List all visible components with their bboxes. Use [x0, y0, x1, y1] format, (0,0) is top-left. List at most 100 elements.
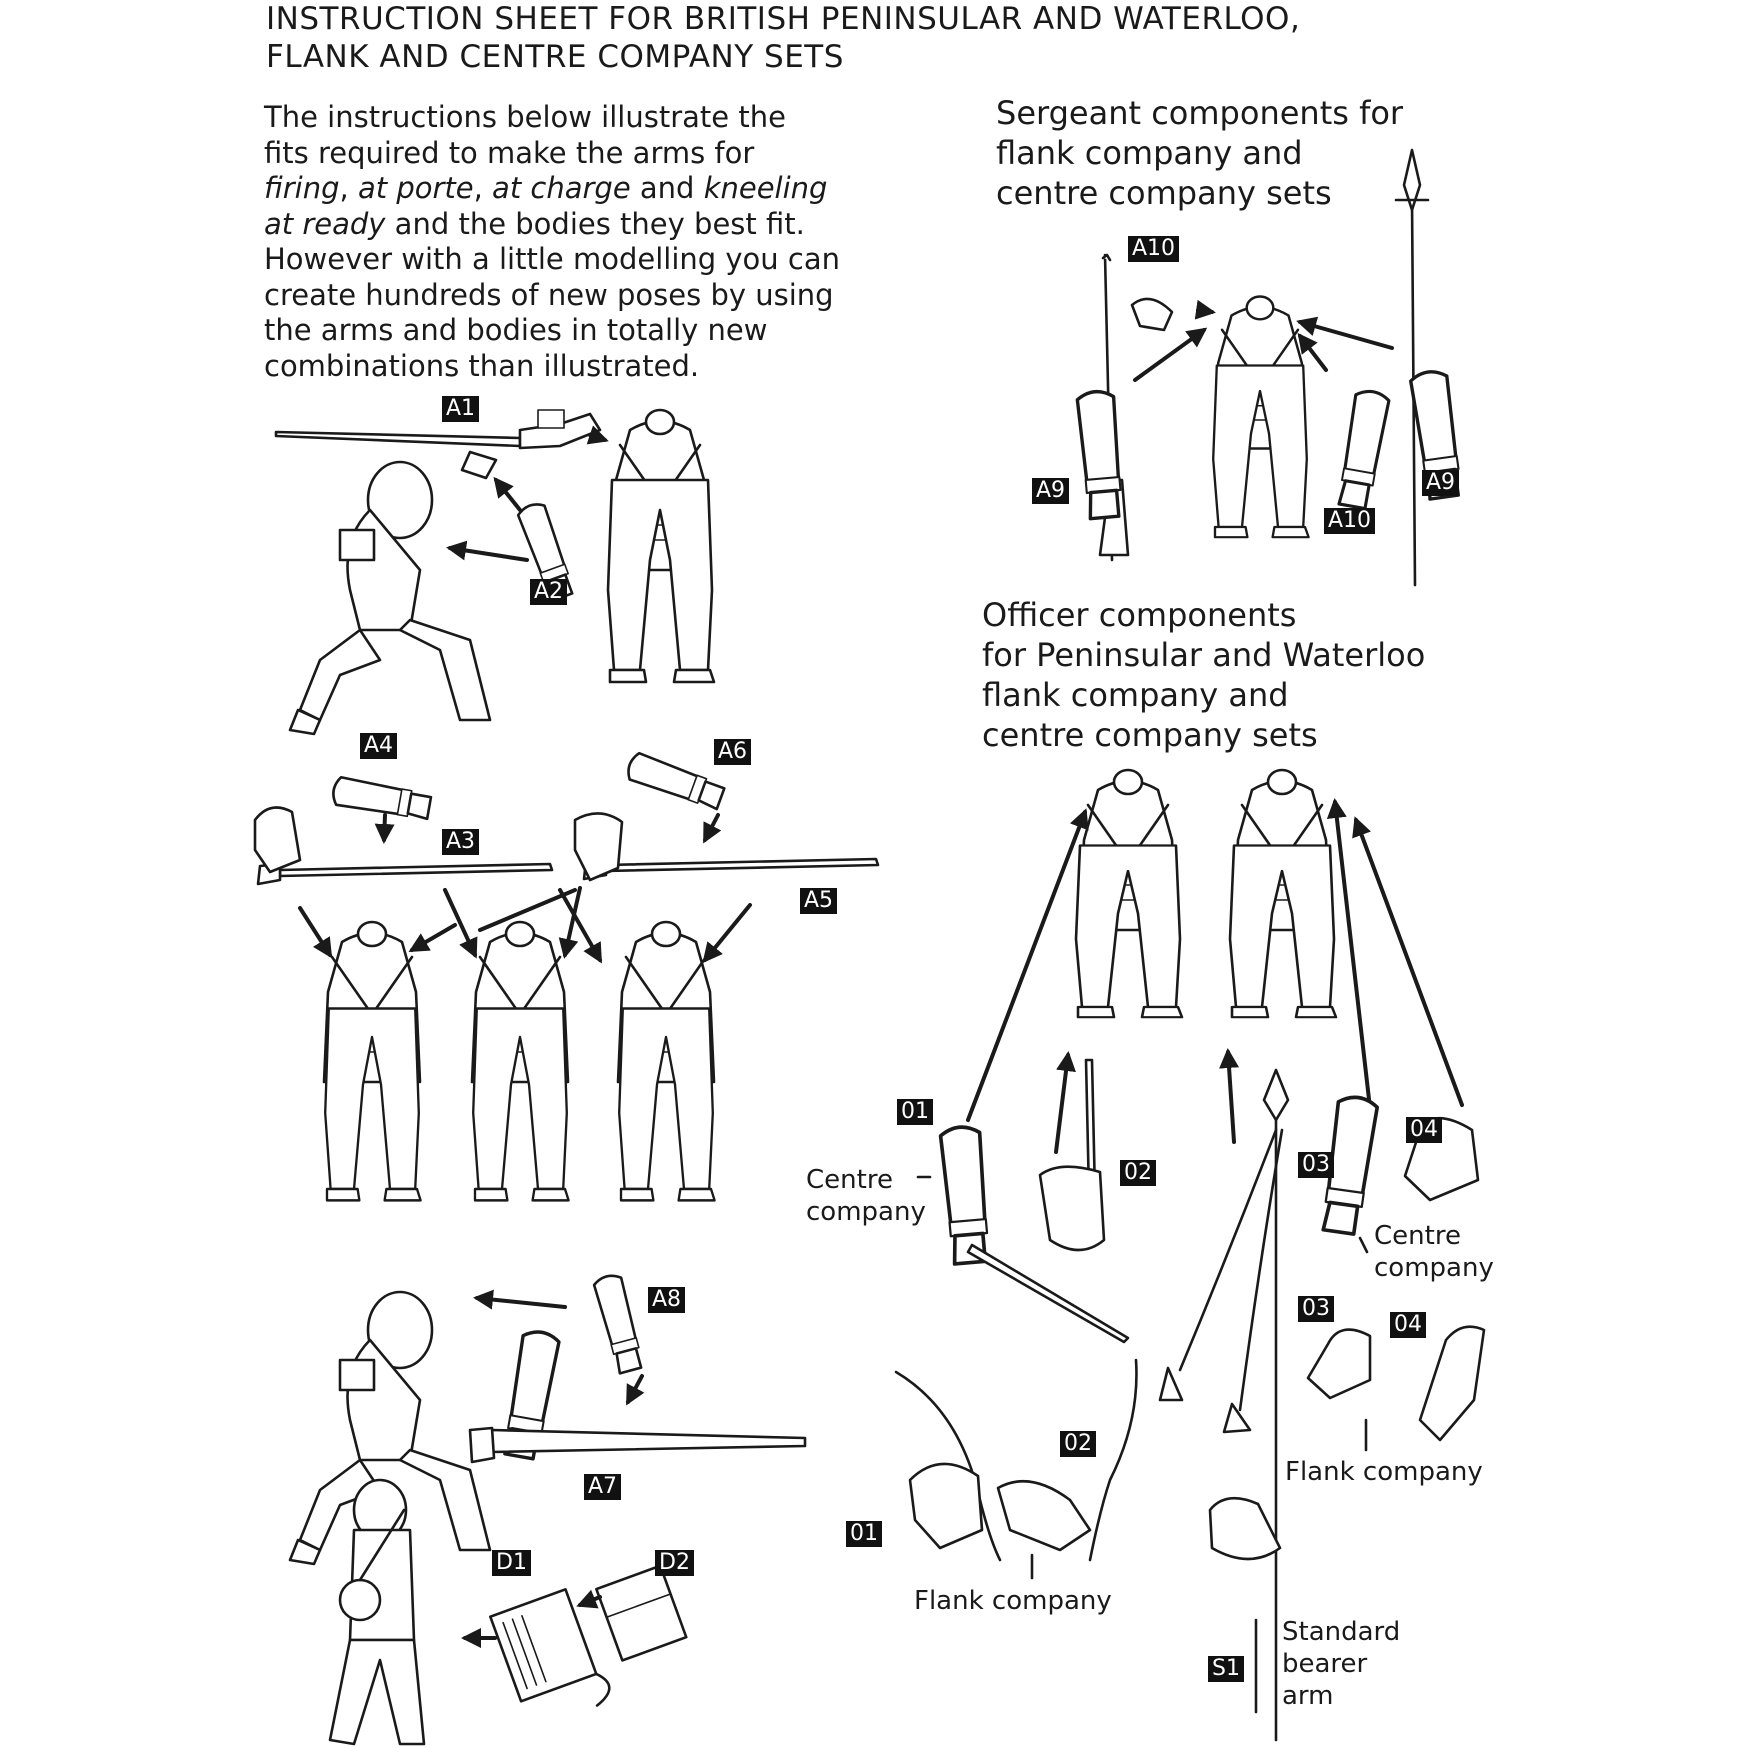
a3-arm-icon	[253, 806, 302, 874]
separator: and	[630, 171, 704, 205]
officer-heading: Officer components for Peninsular and Wa…	[982, 595, 1425, 755]
d2-cartridge-box-icon	[595, 1564, 688, 1662]
tag-o04-centre: 04	[1406, 1117, 1442, 1143]
label-centre-company-left: Centre company	[806, 1164, 926, 1228]
officer-heading-line-4: centre company sets	[982, 716, 1318, 754]
intro-line-1: The instructions below illustrate the	[264, 100, 786, 134]
o02-flank-arm-icon	[996, 1479, 1092, 1552]
pose-at-charge: at charge	[492, 171, 631, 205]
tag-a3: A3	[442, 829, 480, 855]
tag-a7: A7	[584, 1474, 622, 1500]
a10-hand-icon	[1130, 297, 1174, 332]
arrow-icon	[576, 1589, 602, 1609]
sergeant-heading-line-1: Sergeant components for	[996, 94, 1404, 132]
o03-flank-arm-icon	[1306, 1328, 1372, 1400]
o04-flank-arm-icon	[1418, 1325, 1486, 1442]
intro-line-6: create hundreds of new poses by using	[264, 277, 834, 312]
tag-a6: A6	[714, 739, 752, 765]
title-line-1: INSTRUCTION SHEET FOR BRITISH PENINSULAR…	[266, 1, 1301, 37]
label-line: company	[806, 1197, 926, 1227]
tag-a2: A2	[530, 579, 568, 605]
arrow-icon	[1219, 1048, 1240, 1144]
officer-heading-line-3: flank company and	[982, 676, 1289, 714]
d1-cartridge-box-icon	[489, 1588, 611, 1707]
tag-o02-centre: 02	[1120, 1160, 1156, 1186]
arrow-icon	[408, 923, 457, 953]
label-line: arm	[1282, 1681, 1334, 1711]
tag-a10-top: A10	[1128, 236, 1180, 262]
a9-left-arm-icon	[1075, 388, 1126, 521]
tassel-icon	[1158, 1366, 1184, 1402]
label-flank-company-right: Flank company	[1285, 1457, 1483, 1487]
a8-arm-icon	[591, 1271, 647, 1376]
arrow-icon	[443, 888, 478, 959]
legs-right-icon	[617, 1007, 716, 1202]
officer-heading-line-1: Officer components	[982, 596, 1297, 634]
tag-a5: A5	[800, 888, 838, 914]
arrow-icon	[1326, 798, 1372, 1110]
arrow-icon	[702, 903, 752, 964]
leader-line	[1358, 1236, 1369, 1254]
a7-musket-icon	[490, 1428, 807, 1454]
tag-d2: D2	[655, 1550, 694, 1576]
a6-arm-icon	[623, 750, 727, 813]
arrow-icon	[626, 1374, 645, 1406]
tag-d1: D1	[492, 1550, 531, 1576]
arrow-icon	[1352, 816, 1464, 1107]
sergeant-heading-line-3: centre company sets	[996, 174, 1332, 212]
pose-firing: firing	[264, 171, 340, 205]
label-line: company	[1374, 1253, 1494, 1283]
arrow-icon	[558, 888, 602, 964]
o01-flank-arm-icon	[908, 1462, 984, 1550]
intro-line-4: at ready and the bodies they best fit.	[264, 207, 904, 243]
arrow-icon	[493, 476, 522, 512]
intro-line-7: the arms and bodies in totally new	[264, 313, 768, 347]
arrow-icon	[558, 886, 582, 959]
a1-musket-assembly	[274, 409, 602, 480]
figure-with-canteen-icon	[328, 1478, 426, 1746]
o02-centre-arm-icon	[1038, 1165, 1106, 1252]
sabre-icon	[1088, 1358, 1138, 1562]
pose-at-porte: at porte	[357, 171, 474, 205]
label-flank-company-bottom: Flank company	[914, 1586, 1112, 1616]
arrow-icon	[1133, 327, 1208, 382]
legs-left-icon	[323, 1007, 422, 1202]
intro-line-5: However with a little modelling you can	[264, 242, 840, 276]
officer-centre-legs-icon	[1228, 844, 1338, 1019]
tag-a9-right: A9	[1422, 470, 1460, 496]
sword-icon	[966, 1243, 1130, 1344]
title-line-2: FLANK AND CENTRE COMPANY SETS	[266, 39, 844, 75]
arrow-icon	[1297, 332, 1328, 372]
pose-at-ready: at ready	[264, 206, 386, 241]
separator: ,	[473, 171, 493, 205]
intro-line-8: combinations than illustrated.	[264, 348, 700, 383]
label-centre-company-right: Centre company	[1374, 1220, 1494, 1284]
arrow-icon	[703, 813, 722, 844]
arrow-icon	[446, 540, 529, 562]
separator: ,	[339, 171, 358, 205]
arrow-icon	[1054, 1051, 1076, 1154]
a4-arm-icon	[329, 775, 433, 823]
sergeant-heading-line-2: flank company and	[996, 134, 1303, 172]
tag-o01-centre: 01	[897, 1099, 933, 1125]
pose-kneeling: kneeling	[703, 171, 828, 205]
a5-arm-icon	[573, 812, 624, 882]
arrow-icon	[1194, 299, 1216, 320]
tag-s1: S1	[1208, 1656, 1244, 1682]
label-line: Centre	[1374, 1221, 1461, 1251]
tag-o04-flank: 04	[1390, 1312, 1426, 1338]
tag-o03-centre: 03	[1298, 1152, 1334, 1178]
tag-a9-left: A9	[1032, 478, 1070, 504]
arrow-icon	[966, 808, 1089, 1122]
tag-o03-flank: 03	[1298, 1296, 1334, 1322]
a5-musket-icon	[582, 857, 880, 881]
arrow-icon	[298, 906, 333, 959]
sheet-title: INSTRUCTION SHEET FOR BRITISH PENINSULAR…	[266, 0, 1566, 76]
arrow-icon	[586, 425, 609, 445]
o01-centre-arm-icon	[938, 1123, 993, 1267]
label-line: bearer	[1282, 1649, 1368, 1679]
label-line: Standard	[1282, 1617, 1401, 1647]
tassel-icon	[1222, 1402, 1252, 1434]
label-standard-bearer: Standard bearer arm	[1282, 1616, 1400, 1712]
